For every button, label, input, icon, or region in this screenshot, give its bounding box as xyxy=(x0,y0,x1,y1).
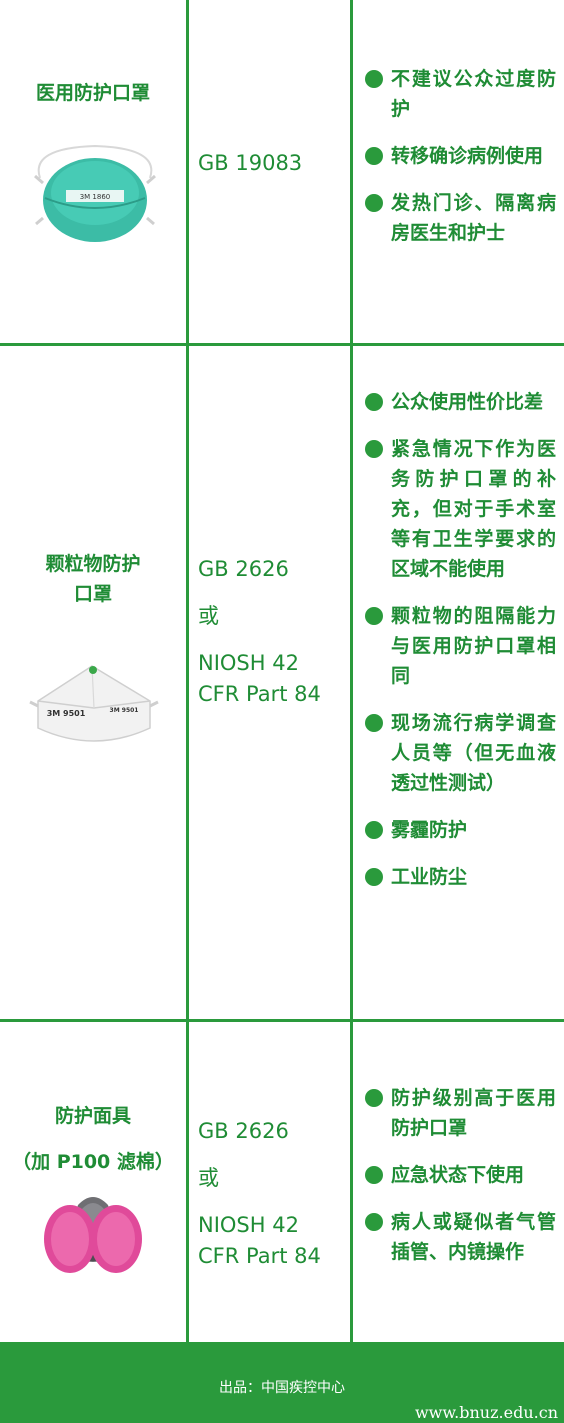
bullet-dot-icon xyxy=(365,868,383,886)
white-particulate-respirator-icon: 3M 9501 3M 9501 xyxy=(29,665,159,742)
usage-item: 工业防尘 xyxy=(353,862,564,892)
footer-bar: 出品：中国疾控中心 www.bnuz.edu.cn xyxy=(0,1345,564,1423)
mask-type-cell: 防护面具 （加 P100 滤棉） xyxy=(0,1022,186,1342)
watermark: www.bnuz.edu.cn xyxy=(414,1403,558,1422)
usage-cell: 公众使用性价比差 紧急情况下作为医务防护口罩的补充，但对于手术室等有卫生学要求的… xyxy=(353,346,564,1019)
bullet-dot-icon xyxy=(365,194,383,212)
table-row: 颗粒物防护 口罩 3M 9501 3M 9501 GB 2626 或 NIOSH… xyxy=(0,346,564,1019)
bullet-dot-icon xyxy=(365,393,383,411)
svg-text:3M 9501: 3M 9501 xyxy=(110,707,139,714)
usage-item: 病人或疑似者气管插管、内镜操作 xyxy=(353,1207,564,1267)
usage-item: 应急状态下使用 xyxy=(353,1160,564,1190)
usage-item: 不建议公众过度防护 xyxy=(353,64,564,124)
mask-type-name: 颗粒物防护 口罩 xyxy=(45,553,141,605)
usage-item: 发热门诊、隔离病房医生和护士 xyxy=(353,188,564,248)
bullet-dot-icon xyxy=(365,70,383,88)
usage-item: 颗粒物的阻隔能力与医用防护口罩相同 xyxy=(353,601,564,691)
bullet-dot-icon xyxy=(365,1089,383,1107)
usage-cell: 不建议公众过度防护 转移确诊病例使用 发热门诊、隔离病房医生和护士 xyxy=(353,0,564,343)
usage-item: 转移确诊病例使用 xyxy=(353,141,564,171)
usage-item: 防护级别高于医用防护口罩 xyxy=(353,1083,564,1143)
usage-item: 雾霾防护 xyxy=(353,815,564,845)
bullet-dot-icon xyxy=(365,714,383,732)
svg-text:3M 9501: 3M 9501 xyxy=(47,709,86,718)
bullet-dot-icon xyxy=(365,147,383,165)
mask-type-cell: 颗粒物防护 口罩 3M 9501 3M 9501 xyxy=(0,346,186,1019)
usage-list: 公众使用性价比差 紧急情况下作为医务防护口罩的补充，但对于手术室等有卫生学要求的… xyxy=(353,387,564,909)
mask-type-cell: 医用防护口罩 3M 1860 xyxy=(0,0,186,343)
standard-text: GB 19083 xyxy=(198,151,303,175)
bullet-dot-icon xyxy=(365,440,383,458)
usage-list: 防护级别高于医用防护口罩 应急状态下使用 病人或疑似者气管插管、内镜操作 xyxy=(353,1083,564,1284)
standard-text: GB 2626 或 NIOSH 42 CFR Part 84 xyxy=(198,557,321,706)
teal-medical-respirator-icon: 3M 1860 xyxy=(34,144,156,242)
standard-cell: GB 2626 或 NIOSH 42 CFR Part 84 xyxy=(189,346,350,1019)
table-row: 防护面具 （加 P100 滤棉） GB 2626 或 NIOSH 42 CFR … xyxy=(0,1022,564,1342)
usage-item: 紧急情况下作为医务防护口罩的补充，但对于手术室等有卫生学要求的区域不能使用 xyxy=(353,434,564,584)
standard-text: GB 2626 或 NIOSH 42 CFR Part 84 xyxy=(198,1119,321,1268)
table-row: 医用防护口罩 3M 1860 GB 19083 不建议公众过度防护 转移确诊病例… xyxy=(0,0,564,343)
standard-cell: GB 19083 xyxy=(189,0,350,343)
bullet-dot-icon xyxy=(365,607,383,625)
half-face-respirator-p100-icon xyxy=(44,1197,142,1273)
mask-comparison-table: 医用防护口罩 3M 1860 GB 19083 不建议公众过度防护 转移确诊病例… xyxy=(0,0,564,1342)
bullet-dot-icon xyxy=(365,1166,383,1184)
usage-item: 公众使用性价比差 xyxy=(353,387,564,417)
mask-type-name: 医用防护口罩 xyxy=(35,82,150,104)
source-credit: 出品：中国疾控中心 xyxy=(219,1380,345,1396)
usage-list: 不建议公众过度防护 转移确诊病例使用 发热门诊、隔离病房医生和护士 xyxy=(353,64,564,265)
standard-cell: GB 2626 或 NIOSH 42 CFR Part 84 xyxy=(189,1022,350,1342)
usage-cell: 防护级别高于医用防护口罩 应急状态下使用 病人或疑似者气管插管、内镜操作 xyxy=(353,1022,564,1342)
mask-type-name: 防护面具 （加 P100 滤棉） xyxy=(12,1105,174,1173)
bullet-dot-icon xyxy=(365,1213,383,1231)
svg-text:3M 1860: 3M 1860 xyxy=(80,193,111,201)
usage-item: 现场流行病学调查人员等（但无血液透过性测试） xyxy=(353,708,564,798)
bullet-dot-icon xyxy=(365,821,383,839)
